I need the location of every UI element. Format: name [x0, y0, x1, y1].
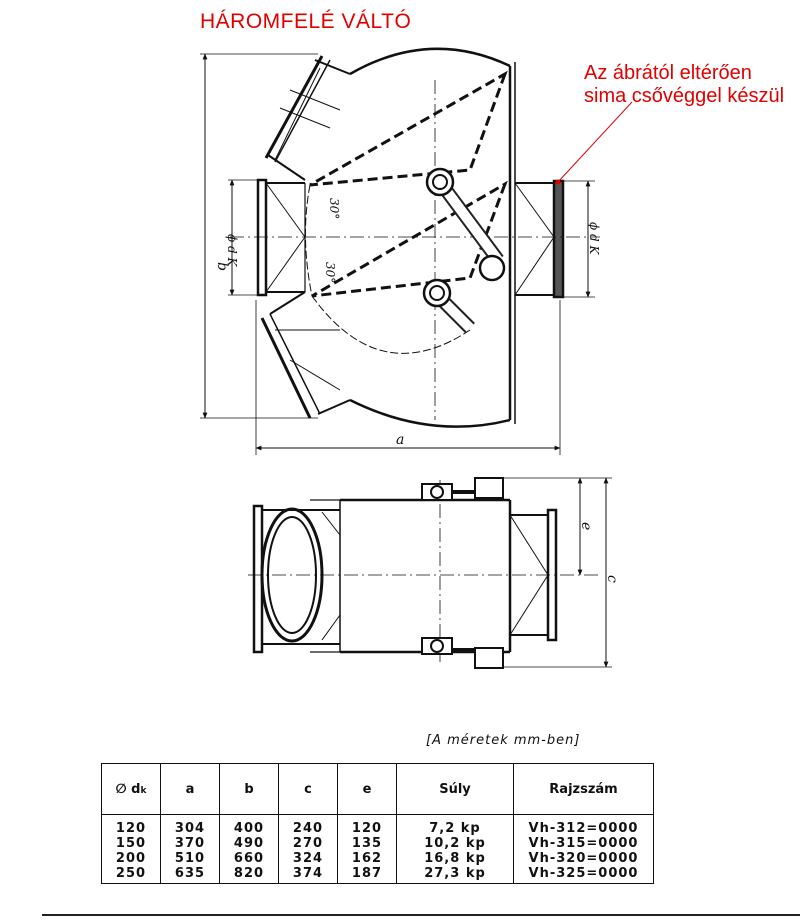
cell-b: 400	[219, 814, 279, 836]
header-weight: Súly	[396, 763, 514, 815]
cell-dk: 200	[101, 851, 161, 866]
cell-a: 635	[160, 866, 220, 884]
cell-dk: 250	[101, 866, 161, 884]
bottom-rule	[42, 914, 800, 916]
spec-table: ∅ dk a b c e Súly Rajzszám 120 304 400 2…	[101, 763, 654, 884]
cell-a: 370	[160, 836, 220, 851]
cell-b: 820	[219, 866, 279, 884]
cell-weight: 10,2 kp	[396, 836, 514, 851]
label-dk-right: ϕ d K	[587, 222, 601, 255]
cell-c: 240	[278, 814, 338, 836]
cell-e: 162	[337, 851, 397, 866]
header-dk: ∅ dk	[101, 763, 161, 815]
table-row: 150 370 490 270 135 10,2 kp Vh-315=0000	[101, 836, 654, 851]
cell-weight: 27,3 kp	[396, 866, 514, 884]
cell-c: 374	[278, 866, 338, 884]
cell-a: 510	[160, 851, 220, 866]
cell-weight: 16,8 kp	[396, 851, 514, 866]
header-c: c	[278, 763, 338, 815]
header-drawing-no: Rajzszám	[513, 763, 654, 815]
cell-c: 324	[278, 851, 338, 866]
cell-drawing-no: Vh-325=0000	[513, 866, 654, 884]
label-angle-lower: 30°	[323, 262, 337, 283]
dimension-unit-note: [A méretek mm-ben]	[426, 733, 581, 748]
cell-c: 270	[278, 836, 338, 851]
label-dk-left: ϕ d K	[225, 234, 239, 267]
spec-table-header: ∅ dk a b c e Súly Rajzszám	[101, 763, 654, 815]
cell-a: 304	[160, 814, 220, 836]
label-e: e	[578, 522, 594, 530]
cell-drawing-no: Vh-312=0000	[513, 814, 654, 836]
header-b: b	[219, 763, 279, 815]
side-view	[248, 477, 612, 669]
red-note-line-1: Az ábrától eltérően	[584, 62, 752, 84]
label-c: c	[604, 575, 620, 583]
label-angle-upper: 30°	[327, 198, 341, 219]
cell-b: 490	[219, 836, 279, 851]
cell-dk: 120	[101, 814, 161, 836]
header-a: a	[160, 763, 220, 815]
top-view	[200, 47, 600, 455]
header-e: e	[337, 763, 397, 815]
label-a: a	[396, 432, 404, 448]
table-row: 120 304 400 240 120 7,2 kp Vh-312=0000	[101, 814, 654, 836]
cell-drawing-no: Vh-320=0000	[513, 851, 654, 866]
table-row: 250 635 820 374 187 27,3 kp Vh-325=0000	[101, 866, 654, 884]
note-leader-line	[557, 101, 633, 183]
cell-e: 135	[337, 836, 397, 851]
page-title: HÁROMFELÉ VÁLTÓ	[200, 10, 412, 33]
red-note-line-2: sima csővéggel készül	[584, 85, 785, 107]
cell-b: 660	[219, 851, 279, 866]
table-row: 200 510 660 324 162 16,8 kp Vh-320=0000	[101, 851, 654, 866]
red-note: Az ábrától eltérően sima csővéggel készü…	[584, 62, 784, 108]
cell-drawing-no: Vh-315=0000	[513, 836, 654, 851]
label-b: b	[214, 262, 230, 271]
cell-e: 187	[337, 866, 397, 884]
cell-e: 120	[337, 814, 397, 836]
cell-weight: 7,2 kp	[396, 814, 514, 836]
cell-dk: 150	[101, 836, 161, 851]
